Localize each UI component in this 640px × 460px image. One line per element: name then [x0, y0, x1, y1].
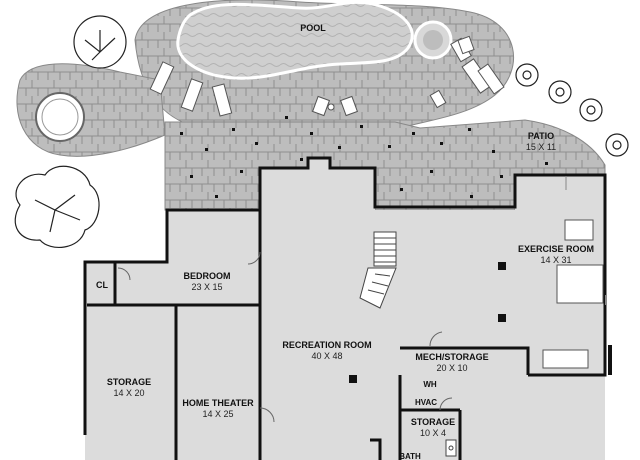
patio-dims: 15 X 11 — [526, 142, 556, 152]
building-floor — [85, 158, 605, 460]
bath-fixtures — [445, 439, 457, 457]
columns — [349, 262, 506, 383]
mech-storage-label: MECH/STORAGE — [415, 352, 488, 362]
storage-small-label: STORAGE — [411, 417, 455, 427]
exercise-room-dims: 14 X 31 — [540, 255, 571, 265]
closet-label: CL — [96, 280, 108, 290]
walls — [83, 156, 607, 460]
bedroom-label: BEDROOM — [184, 271, 231, 281]
exercise-equipment — [542, 219, 604, 369]
shrubs-right — [515, 63, 629, 157]
pool-label: POOL — [300, 23, 326, 33]
patio-posts — [180, 116, 548, 198]
tree-left — [14, 165, 100, 248]
exercise-room-label: EXERCISE ROOM — [518, 244, 594, 254]
storage-left-dims: 14 X 20 — [113, 388, 144, 398]
recreation-room-dims: 40 X 48 — [311, 351, 342, 361]
wall-end — [608, 345, 612, 375]
bedroom-dims: 23 X 15 — [191, 282, 222, 292]
tree-top-left — [73, 15, 127, 69]
storage-small-dims: 10 X 4 — [420, 428, 446, 438]
home-theater-dims: 14 X 25 — [202, 409, 233, 419]
hvac-label: HVAC — [415, 398, 437, 407]
recreation-room-label: RECREATION ROOM — [282, 340, 371, 350]
home-theater-label: HOME THEATER — [182, 398, 254, 408]
storage-left-label: STORAGE — [107, 377, 151, 387]
patio-label: PATIO — [528, 131, 554, 141]
mech-storage-dims: 20 X 10 — [436, 363, 467, 373]
bath-label: BATH — [399, 452, 421, 460]
pool — [176, 0, 414, 80]
fire-pit — [35, 92, 85, 142]
stairs — [359, 231, 397, 309]
water-heater-label: WH — [423, 380, 437, 389]
lounge-chairs — [149, 35, 505, 117]
